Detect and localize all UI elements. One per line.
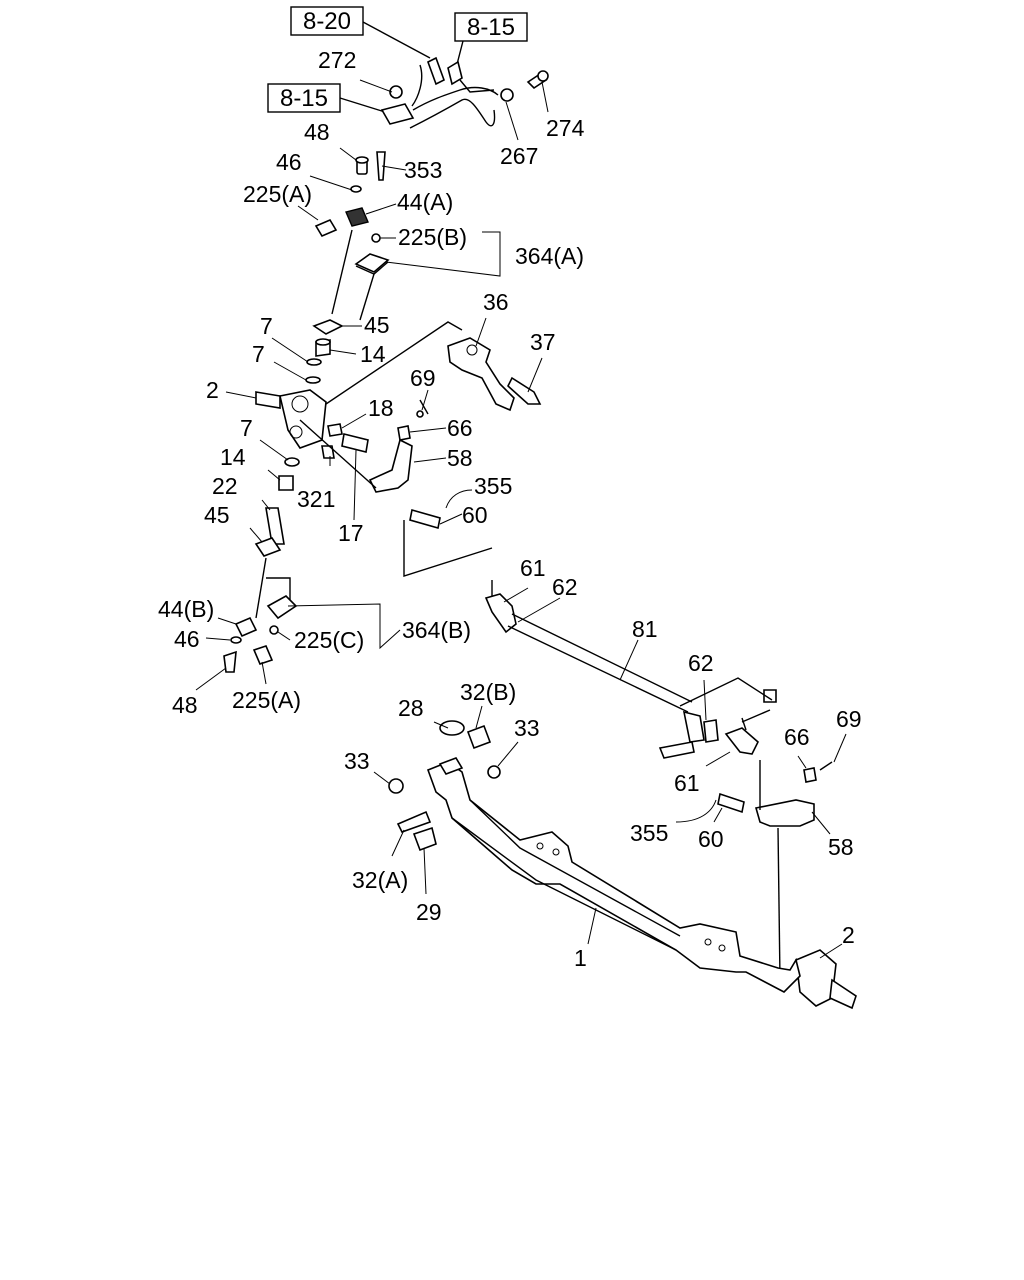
upper-kingpin-cap-assembly xyxy=(314,151,390,321)
svg-text:8-15: 8-15 xyxy=(467,14,515,41)
label-2-right: 2 xyxy=(842,922,855,948)
label-36: 36 xyxy=(483,289,509,315)
ref-box-8-15-top[interactable]: 8-15 xyxy=(454,12,528,42)
right-knuckle-parts xyxy=(717,760,857,1010)
label-355-lower: 355 xyxy=(630,820,668,846)
label-364a: 364(A) xyxy=(515,243,584,269)
label-45-lower: 45 xyxy=(204,502,230,528)
label-62-lower: 62 xyxy=(688,650,714,676)
label-364b: 364(B) xyxy=(402,617,471,643)
steering-arm-36 xyxy=(447,337,542,412)
part-labels: 272 274 267 48 46 353 225(A) 44(A) 225(B… xyxy=(158,47,862,971)
label-81: 81 xyxy=(632,616,658,642)
label-69-upper: 69 xyxy=(410,365,436,391)
label-44a: 44(A) xyxy=(397,189,453,215)
label-62-upper: 62 xyxy=(552,574,578,600)
label-66-upper: 66 xyxy=(447,415,473,441)
label-14-lower: 14 xyxy=(220,444,246,470)
brake-pipe-assembly xyxy=(339,21,549,129)
label-46-upper: 46 xyxy=(276,149,302,175)
axle-beam-1 xyxy=(388,720,801,993)
label-33-left: 33 xyxy=(344,748,370,774)
svg-text:8-15: 8-15 xyxy=(280,85,328,112)
label-18: 18 xyxy=(368,395,394,421)
label-37: 37 xyxy=(530,329,556,355)
label-225b: 225(B) xyxy=(398,224,467,250)
label-33-right: 33 xyxy=(514,715,540,741)
ref-box-8-15-left[interactable]: 8-15 xyxy=(267,83,341,113)
label-225c: 225(C) xyxy=(294,627,364,653)
tie-rod-81 xyxy=(484,580,777,759)
svg-text:8-20: 8-20 xyxy=(303,8,351,35)
label-353: 353 xyxy=(404,157,442,183)
label-7-second: 7 xyxy=(252,341,265,367)
label-2-left: 2 xyxy=(206,377,219,403)
label-44b: 44(B) xyxy=(158,596,214,622)
label-321: 321 xyxy=(297,486,335,512)
label-60-upper: 60 xyxy=(462,502,488,528)
label-58-upper: 58 xyxy=(447,445,473,471)
label-32b: 32(B) xyxy=(460,679,516,705)
label-274: 274 xyxy=(546,115,585,141)
label-61-upper: 61 xyxy=(520,555,546,581)
label-22: 22 xyxy=(212,473,238,499)
label-355-upper: 355 xyxy=(474,473,512,499)
label-17: 17 xyxy=(338,520,364,546)
label-225a-upper: 225(A) xyxy=(243,181,312,207)
lower-kingpin-parts xyxy=(223,457,300,673)
label-267: 267 xyxy=(500,143,538,169)
label-69-lower: 69 xyxy=(836,706,862,732)
label-32a: 32(A) xyxy=(352,867,408,893)
ref-box-8-20[interactable]: 8-20 xyxy=(290,6,364,36)
label-7-first: 7 xyxy=(260,313,273,339)
label-61-lower: 61 xyxy=(674,770,700,796)
label-225a-lower: 225(A) xyxy=(232,687,301,713)
label-66-lower: 66 xyxy=(784,724,810,750)
label-45-upper: 45 xyxy=(364,312,390,338)
label-58-lower: 58 xyxy=(828,834,854,860)
label-60-lower: 60 xyxy=(698,826,724,852)
label-48-lower: 48 xyxy=(172,692,198,718)
label-14-upper: 14 xyxy=(360,341,386,367)
leader-lines xyxy=(195,79,847,959)
label-272: 272 xyxy=(318,47,356,73)
label-28: 28 xyxy=(398,695,424,721)
label-7-third: 7 xyxy=(240,415,253,441)
tie-rod-arm-left xyxy=(299,399,493,577)
nut-272 xyxy=(389,85,403,99)
label-1: 1 xyxy=(574,945,587,971)
label-29: 29 xyxy=(416,899,442,925)
label-46-lower: 46 xyxy=(174,626,200,652)
label-48-upper: 48 xyxy=(304,119,330,145)
